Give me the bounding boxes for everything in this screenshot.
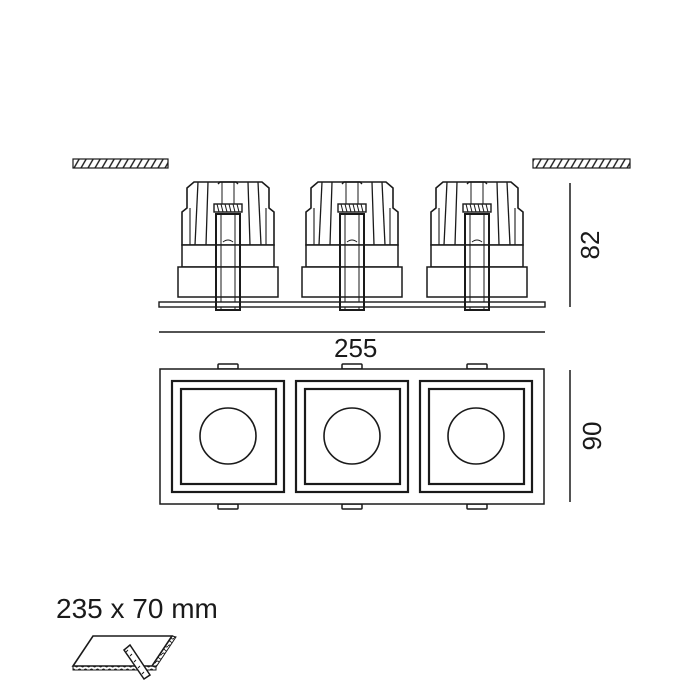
ceiling-cutout-saw-icon <box>71 635 177 681</box>
height-dimension-label: 82 <box>575 230 605 260</box>
trim-flange <box>158 301 546 308</box>
side-view <box>158 181 546 311</box>
ceiling-section-left <box>72 158 169 169</box>
fixture-side-1 <box>177 181 279 311</box>
top-view <box>159 363 545 510</box>
fixture-top-3 <box>418 379 534 494</box>
fixture-side-2 <box>301 181 403 311</box>
ceiling-section-right <box>532 158 631 169</box>
depth-dimension-label: 90 <box>577 421 607 451</box>
fixture-top-1 <box>170 379 286 494</box>
fixture-top-2 <box>294 379 410 494</box>
cutout-size-label: 235 x 70 mm <box>56 593 218 624</box>
width-dimension-label: 255 <box>334 333 378 363</box>
fixture-side-3 <box>426 181 528 311</box>
